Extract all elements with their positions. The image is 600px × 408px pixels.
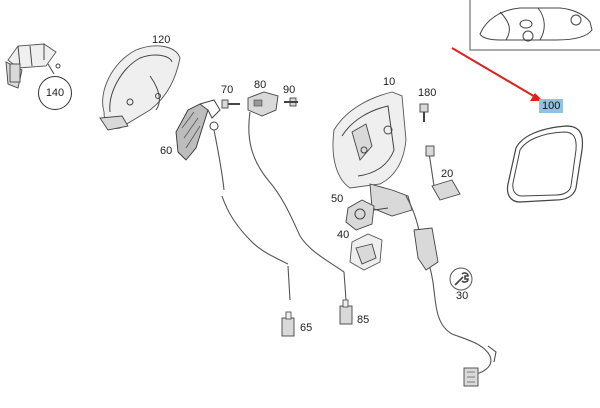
callout-10: 10 xyxy=(383,76,396,88)
highlight-pointer-arrow xyxy=(451,47,543,101)
callout-180: 180 xyxy=(418,87,437,99)
callout-60: 60 xyxy=(160,145,173,157)
callout-20: 20 xyxy=(441,168,454,180)
callout-120: 120 xyxy=(152,34,171,46)
part-100-mirror-glass xyxy=(506,125,584,203)
callout-30: 30 xyxy=(456,290,469,302)
part-90-screw xyxy=(284,97,298,107)
part-65-connector xyxy=(281,265,295,337)
part-10-illustration xyxy=(332,91,421,237)
callout-100-highlighted: 100 xyxy=(539,99,564,113)
callout-140: 140 xyxy=(38,76,72,110)
part-20-illustration xyxy=(425,145,461,201)
callout-80: 80 xyxy=(254,79,267,91)
part-30-illustration xyxy=(413,227,497,387)
part-180-screw xyxy=(419,103,429,122)
vehicle-locator-inset xyxy=(469,0,600,51)
callout-85: 85 xyxy=(357,314,370,326)
part-85-connector xyxy=(339,271,353,325)
part-60-illustration xyxy=(175,99,225,191)
part-40-illustration xyxy=(349,233,383,271)
part-70-screw xyxy=(221,99,240,109)
part-140-illustration xyxy=(5,43,61,89)
callout-70: 70 xyxy=(221,84,234,96)
car-outline-icon xyxy=(479,7,593,42)
callout-40: 40 xyxy=(337,229,350,241)
part-80-illustration xyxy=(221,91,345,273)
part-120-illustration xyxy=(99,45,181,131)
callout-90: 90 xyxy=(283,84,296,96)
callout-50: 50 xyxy=(331,193,344,205)
part-50-illustration xyxy=(345,199,389,231)
wrench-icon xyxy=(449,267,473,291)
callout-65: 65 xyxy=(300,322,313,334)
